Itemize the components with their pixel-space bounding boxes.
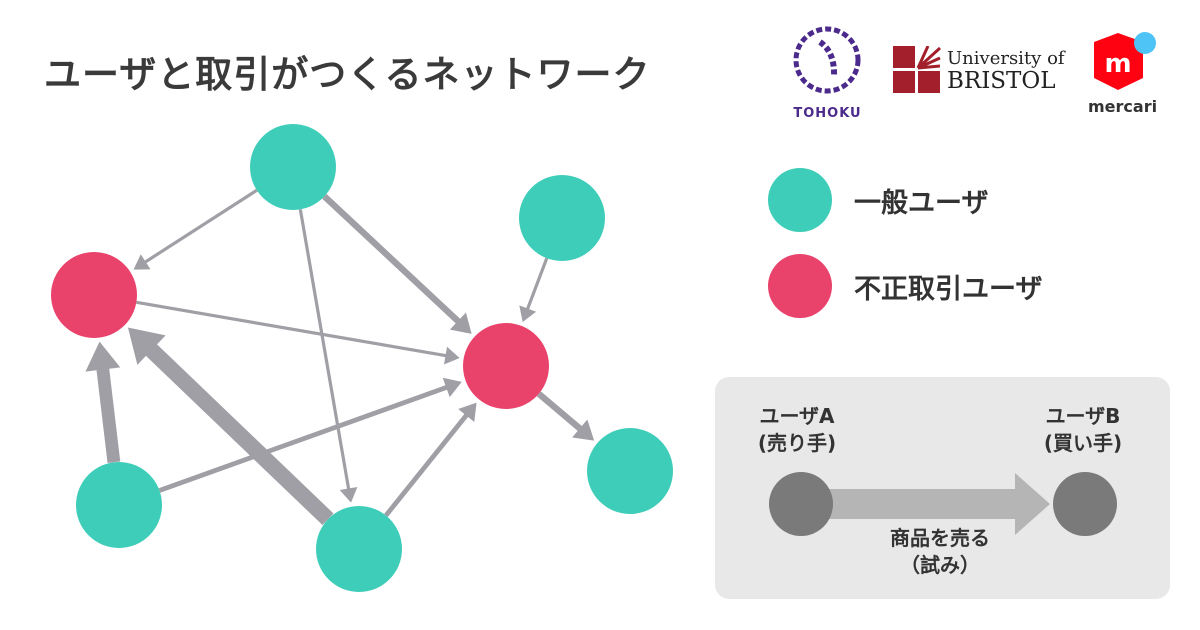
network-diagram [51,124,673,592]
legend-normal-label: 一般ユーザ [854,187,989,219]
legend-normal-user: 一般ユーザ [768,168,988,232]
user-a-label: ユーザA (売り手) [737,403,857,457]
explanation-arrow-diagram [769,472,1117,536]
tohoku-emblem-icon [793,26,861,94]
tohoku-logo: TOHOKU [790,22,865,127]
mercari-logo: m mercari [1088,28,1163,123]
legend-fraud-user: 不正取引ユーザ [768,254,1042,318]
user-b-role: (買い手) [1043,431,1123,455]
bristol-logo: University of BRISTOL [893,46,1065,94]
user-b-label: ユーザB (買い手) [1023,403,1143,457]
sell-arrow [825,473,1050,535]
tohoku-text: TOHOKU [793,106,862,121]
edge-n1-to-n6 [298,209,358,503]
node-n6-normal-user [316,506,402,592]
node-n5-normal-user [76,462,162,548]
sell-action-text: 商品を売る [890,526,990,550]
sell-action-note: （試み） [900,553,980,577]
node-n2-normal-user [519,175,605,261]
edge-n4-to-n7 [536,391,595,441]
user-a-role: (売り手) [757,431,837,455]
edge-n6-to-n4 [384,402,477,517]
bristol-line1: University of [947,48,1065,69]
edge-n3-to-n4 [136,300,460,365]
mercari-text: mercari [1088,97,1158,116]
edge-n1-to-n3 [133,188,258,270]
edge-n2-to-n4 [519,257,549,323]
node-n1-normal-user [250,124,336,210]
user-a-node [769,472,833,536]
bristol-line2: BRISTOL [947,68,1056,94]
node-n7-normal-user [587,428,673,514]
mercari-box-icon: m [1094,32,1156,90]
node-n3-fraud-user [51,252,137,338]
page-title: ユーザと取引がつくるネットワーク [44,53,651,96]
user-b-node [1053,472,1117,536]
node-n4-fraud-user [463,323,549,409]
edge-n5-to-n3 [85,341,121,464]
legend-normal-dot [768,168,832,232]
user-a-name: ユーザA [759,404,835,428]
svg-text:m: m [1104,49,1131,79]
legend-fraud-label: 不正取引ユーザ [854,273,1043,305]
edge-n5-to-n4 [158,377,462,493]
legend-fraud-dot [768,254,832,318]
bristol-crest-icon [893,46,941,93]
edge-n6-to-n3 [127,327,334,526]
user-b-name: ユーザB [1045,404,1121,428]
edge-n1-to-n4 [322,194,472,334]
sell-action-label: 商品を売る （試み） [865,525,1015,579]
explanation-box: ユーザA (売り手) ユーザB (買い手) 商品を売る （試み） [715,377,1170,599]
